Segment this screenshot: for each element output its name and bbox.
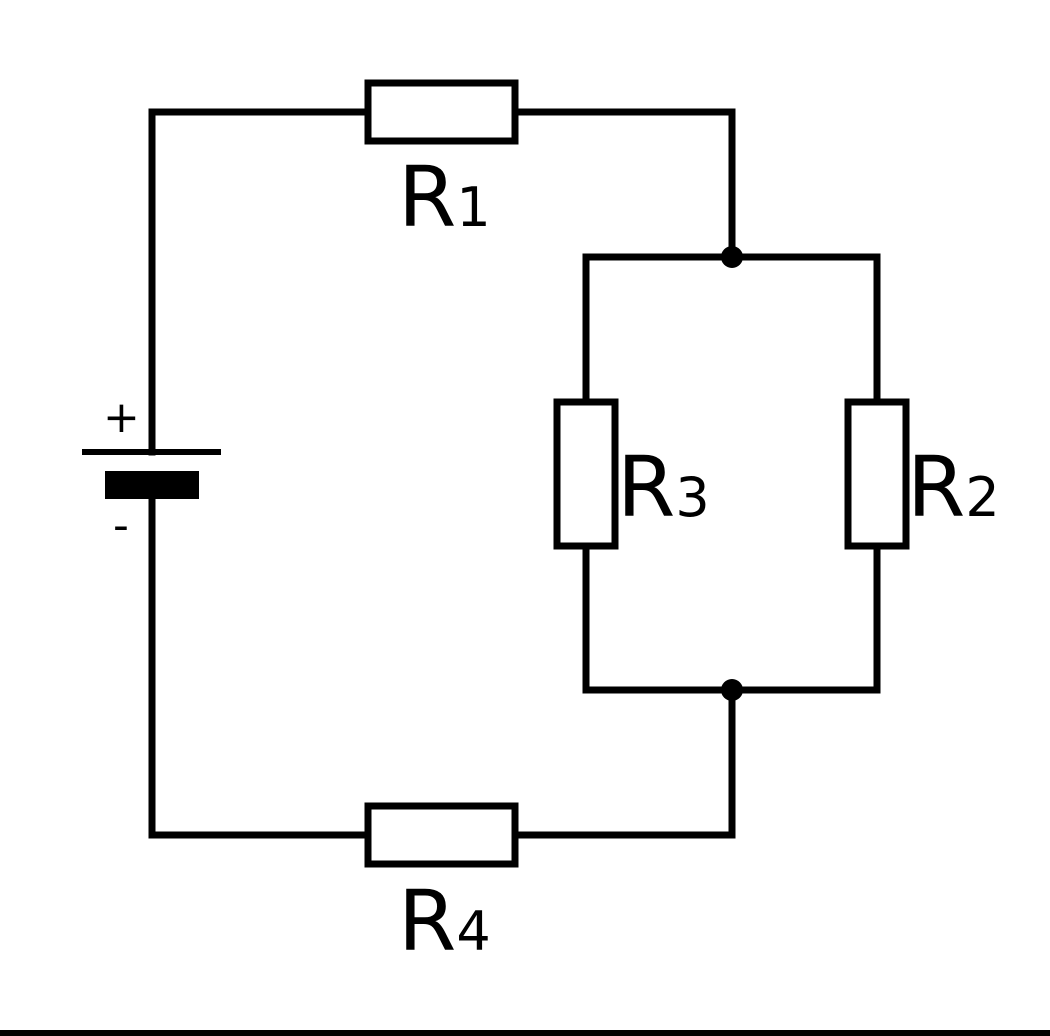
battery-positive-label: + (103, 392, 140, 443)
wire-left-top (148, 108, 372, 456)
label-r3-index: 3 (675, 466, 709, 529)
battery-negative-label: - (113, 500, 129, 551)
label-r2: R2 (907, 438, 1000, 536)
label-r1-letter: R (398, 148, 456, 246)
battery-symbol (82, 449, 221, 499)
label-r4-letter: R (398, 872, 456, 970)
junction-node-top (721, 246, 743, 268)
label-r4-index: 4 (456, 900, 490, 963)
battery-negative-plate (105, 471, 199, 499)
resistor-r2 (844, 398, 910, 550)
label-r3: R3 (617, 438, 710, 536)
wire-parallel-bottom (582, 542, 881, 694)
junction-node-bottom (721, 679, 743, 701)
label-r4: R4 (398, 872, 491, 970)
wire-top-right (511, 108, 736, 261)
label-r1: R1 (398, 148, 491, 246)
label-r1-index: 1 (456, 176, 490, 239)
label-r3-letter: R (617, 438, 675, 536)
resistor-r3 (553, 398, 619, 550)
resistor-r1 (364, 79, 519, 145)
wire-bottom-right (511, 686, 736, 839)
wire-left-bottom (148, 494, 372, 839)
wire-parallel-top (582, 253, 881, 406)
label-r2-index: 2 (965, 466, 999, 529)
resistor-r4 (364, 802, 519, 868)
label-r2-letter: R (907, 438, 965, 536)
